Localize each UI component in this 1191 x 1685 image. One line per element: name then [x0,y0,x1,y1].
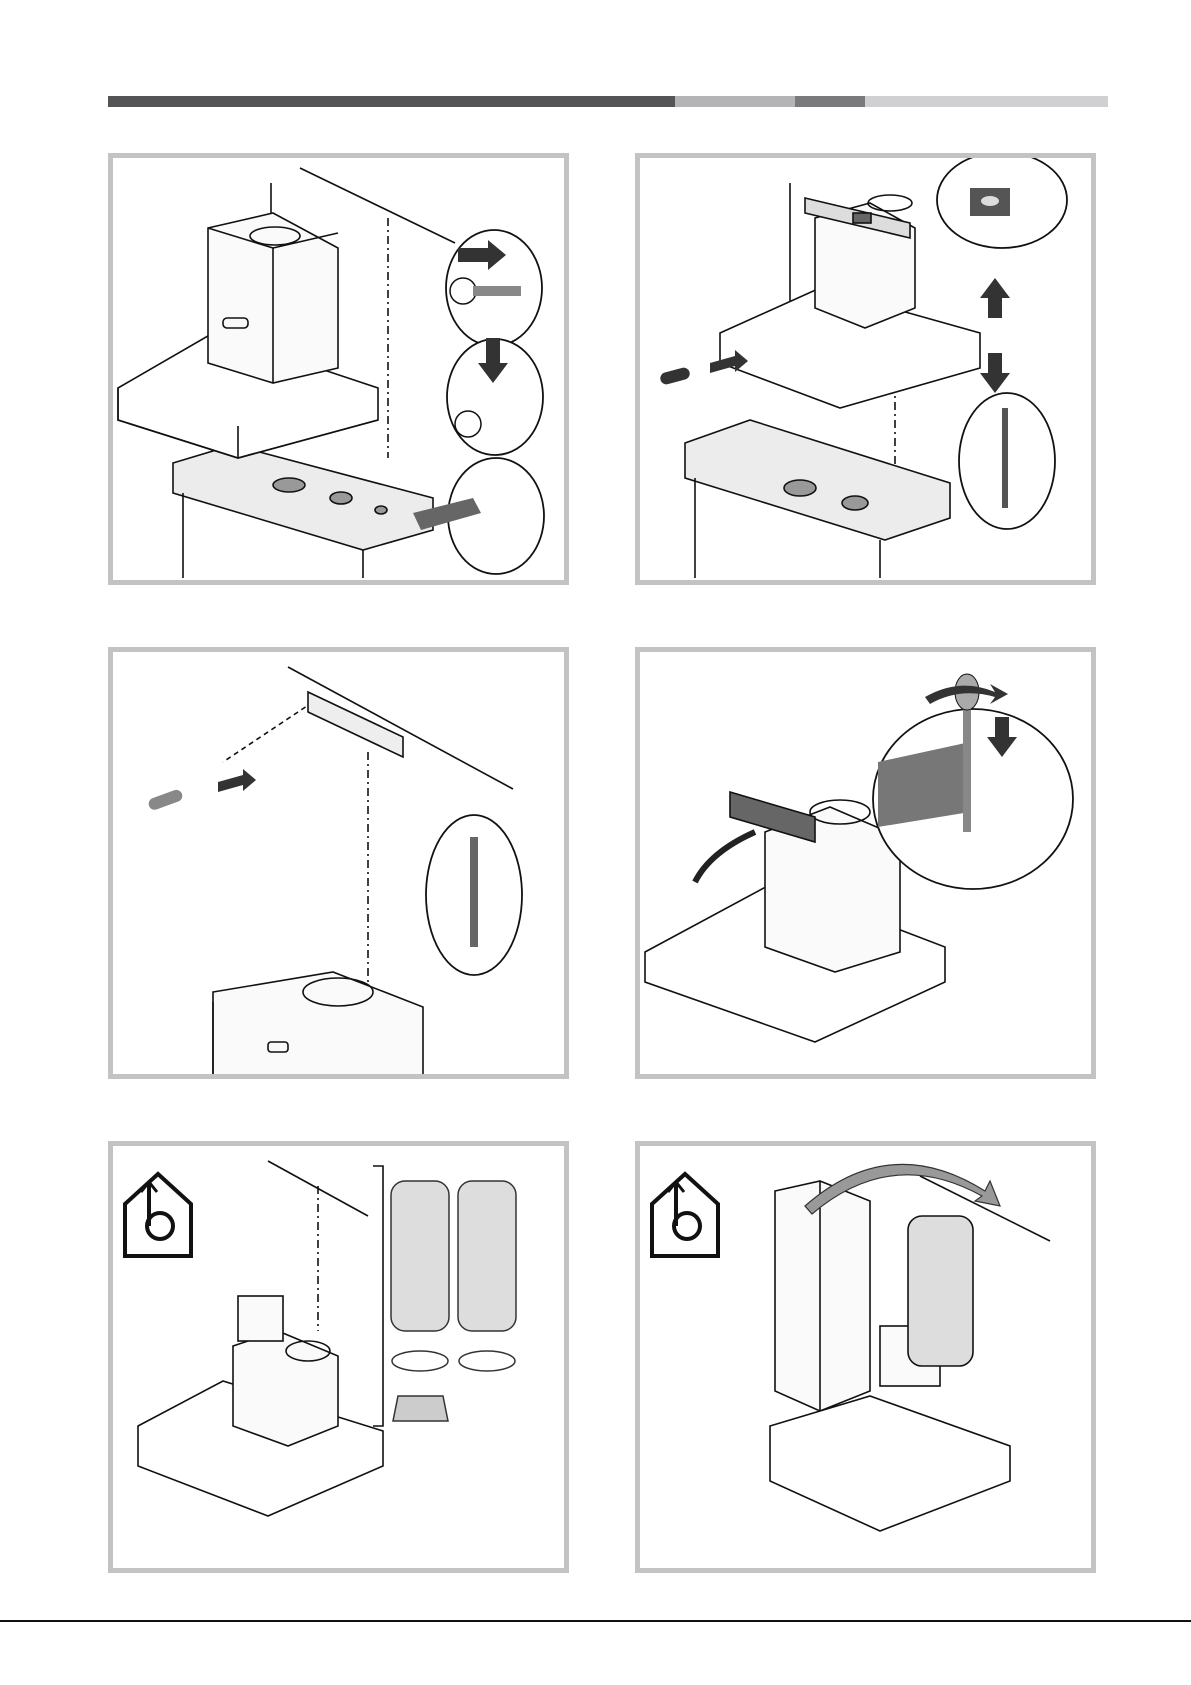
header-color-bar [108,96,1108,107]
flexible-duct-kit-illustration [113,1146,564,1568]
illustration-panel-3 [108,647,569,1079]
motor-block-fixing-illustration [640,652,1091,1074]
ducting-mode-icon [125,1174,191,1256]
illustration-panel-6 [635,1141,1096,1573]
illustration-panel-4 [635,647,1096,1079]
footer-divider [0,1620,1191,1622]
ducting-mode-icon [652,1174,718,1256]
illustration-panel-2 [635,153,1096,585]
bracket-fixing-illustration [113,652,564,1074]
flexible-ducts [391,1181,516,1421]
wall-mount-illustration [113,158,564,580]
hood-leveling-illustration [640,158,1091,580]
illustration-panel-5 [108,1141,569,1573]
chimney-cover-fitting-illustration [640,1146,1091,1568]
illustration-panel-1 [108,153,569,585]
